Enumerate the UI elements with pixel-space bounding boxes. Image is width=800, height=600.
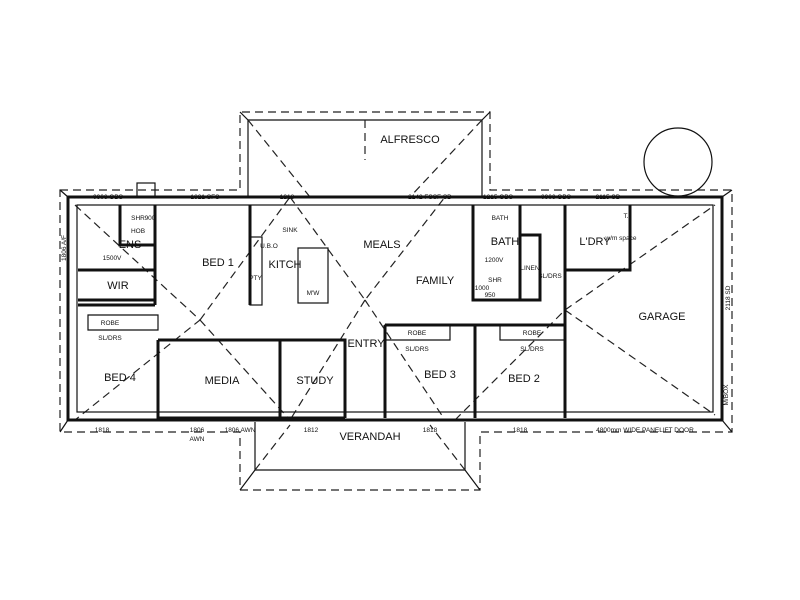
room-labels: ALFRESCO ENS BED 1 WIR KITCH MEALS FAMIL…: [104, 134, 685, 443]
label-vanity-2: 1200V: [485, 257, 504, 264]
room-bed4: BED 4: [104, 372, 136, 384]
label-robe: ROBE: [101, 320, 120, 327]
room-alfresco: ALFRESCO: [380, 134, 440, 146]
label-linen: LINEN: [520, 265, 539, 272]
window-bed1: 1821 SFS: [191, 194, 221, 201]
label-sldrs-linen: SL/DRS: [538, 273, 562, 280]
label-bath-tub: BATH: [492, 215, 509, 222]
room-bed3: BED 3: [424, 369, 456, 381]
label-shr-size: 900: [145, 215, 156, 222]
label-wm-space: w/m space: [604, 235, 636, 242]
window-meals: 2142 FSSF SD: [408, 194, 452, 201]
label-pantry: PTY.: [249, 275, 263, 282]
window-bed2: 1818: [513, 427, 528, 434]
window-ldry: 2115 SD: [596, 194, 621, 201]
room-wir: WIR: [107, 280, 128, 292]
label-hob: HOB: [131, 228, 145, 235]
window-wc: 0906 OBS: [541, 194, 572, 201]
roof-outline: [59, 111, 733, 491]
room-bed2: BED 2: [508, 373, 540, 385]
room-garage: GARAGE: [638, 311, 685, 323]
room-ens: ENS: [119, 239, 142, 251]
window-bed4: 1818: [95, 427, 110, 434]
room-kitch: KITCH: [269, 259, 302, 271]
kitchen-island: [297, 247, 329, 304]
window-bath: 1215 OBS: [483, 194, 514, 201]
label-shr-2-d: 950: [485, 292, 496, 299]
label-sldrs-bed3: SL/DRS: [405, 346, 429, 353]
label-tub: T.: [623, 213, 628, 220]
room-meals: MEALS: [363, 239, 400, 251]
label-sldrs-bed2: SL/DRS: [520, 346, 544, 353]
label-shr-2: SHR: [488, 277, 502, 284]
walls: [66, 195, 724, 422]
window-media1: 1806: [190, 427, 205, 434]
label-robe-bed2: ROBE: [523, 330, 542, 337]
label-meter-box: M/BOX: [723, 384, 730, 406]
label-microwave: M'W: [307, 290, 321, 297]
room-ldry: L'DRY: [579, 236, 611, 248]
window-bed3: 1818: [423, 427, 438, 434]
window-ens: 0906 OBS: [93, 194, 124, 201]
window-media2: 1806 AWN: [225, 427, 256, 434]
label-sldrs: SL/DRS: [98, 335, 122, 342]
window-media1-awn: AWN: [190, 436, 205, 443]
window-garage: 2118 SD: [725, 285, 732, 310]
label-robe-bed3: ROBE: [408, 330, 427, 337]
room-family: FAMILY: [416, 275, 455, 287]
window-labels: 0906 OBS 1821 SFS 1218 2142 FSSF SD 1215…: [61, 194, 732, 443]
room-media: MEDIA: [205, 375, 241, 387]
window-kitch: 1218: [280, 194, 295, 201]
room-bed1: BED 1: [202, 257, 234, 269]
room-entry: ENTRY: [347, 338, 385, 350]
label-shr-2-w: 1000: [475, 285, 490, 292]
room-verandah: VERANDAH: [339, 431, 400, 443]
label-ubo: U.B.O: [260, 243, 278, 250]
water-tank: [643, 127, 713, 197]
garage-door-label: 4800mm WIDE PANELIFT DOOR: [596, 427, 694, 434]
label-sink: SINK: [282, 227, 298, 234]
room-bath: BATH: [491, 236, 520, 248]
room-study: STUDY: [296, 375, 334, 387]
window-study: 1812: [304, 427, 319, 434]
label-vanity: 1500V: [103, 255, 122, 262]
label-shr: SHR: [131, 215, 145, 222]
fixture-labels: SHR HOB 900 1500V ROBE SL/DRS PTY. U.B.O…: [98, 213, 730, 405]
window-left: 1806 A/F: [61, 235, 68, 261]
